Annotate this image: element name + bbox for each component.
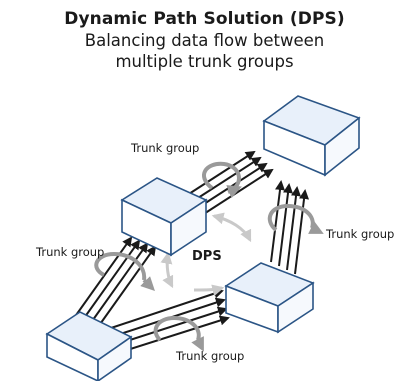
- trunk-group-left-loop: [94, 251, 155, 291]
- trunk-group-right-arrows: [270, 180, 310, 275]
- trunk-group-label-top: Trunk group: [130, 141, 199, 155]
- node-center-right: [224, 262, 315, 334]
- trunk-group-label-right: Trunk group: [325, 227, 394, 241]
- trunk-group-right-loop: [267, 203, 324, 234]
- title-block: Dynamic Path Solution (DPS) Balancing da…: [0, 8, 409, 72]
- dps-center-label: DPS: [192, 249, 222, 264]
- node-bottom-left: [45, 311, 133, 381]
- node-top-right: [262, 95, 361, 177]
- trunk-group-bottom-loop: [153, 315, 204, 352]
- diagram-subtitle-line-2: multiple trunk groups: [115, 52, 294, 71]
- trunk-group-label-bottom: Trunk group: [175, 349, 244, 363]
- diagram-title: Dynamic Path Solution (DPS): [64, 9, 345, 29]
- trunk-group-label-left: Trunk group: [35, 245, 104, 259]
- trunk-group-left-arrows: [73, 236, 157, 328]
- diagram-subtitle-line-1: Balancing data flow between: [84, 31, 325, 50]
- node-center-left: [120, 177, 208, 257]
- trunk-group-top-loop: [202, 161, 242, 199]
- dps-rebalance-arrows: [160, 212, 252, 297]
